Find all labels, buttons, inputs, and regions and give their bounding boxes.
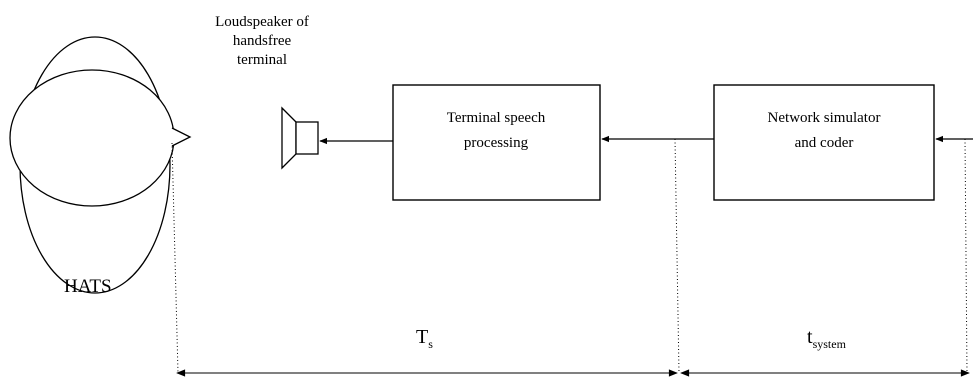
terminal-speech-processing-block: Terminal speech processing (392, 84, 601, 201)
hats-head-horizontal-oval (9, 69, 175, 207)
hats-label: HATS (64, 276, 112, 297)
network-simulator-block: Network simulator and coder (713, 84, 935, 201)
loudspeaker-label-line-1: Loudspeaker of (215, 14, 309, 30)
ts-label-main: T (416, 326, 428, 348)
tsystem-label-sub: system (813, 337, 847, 351)
tsystem-label: tsystem (807, 326, 847, 351)
loudspeaker-label-line-2: handsfree (233, 33, 292, 49)
ts-label-sub: s (428, 337, 433, 351)
network-block-label-line-1: Network simulator (768, 110, 881, 126)
dotted-reference-line-ear (171, 142, 179, 374)
loudspeaker-label-line-3: terminal (237, 52, 287, 68)
network-block-label-line-2: and coder (795, 135, 854, 151)
terminal-block-label-line-1: Terminal speech (447, 110, 546, 126)
dotted-reference-line-system-input (964, 138, 968, 374)
dotted-reference-line-network-input (674, 138, 680, 374)
hats-ear-simulator (171, 127, 192, 147)
tsystem-label-main: t (807, 326, 813, 348)
hats-figure (9, 36, 192, 294)
loudspeaker-icon (281, 106, 319, 170)
terminal-block-label-line-2: processing (464, 135, 529, 151)
ts-label: Ts (416, 326, 433, 351)
